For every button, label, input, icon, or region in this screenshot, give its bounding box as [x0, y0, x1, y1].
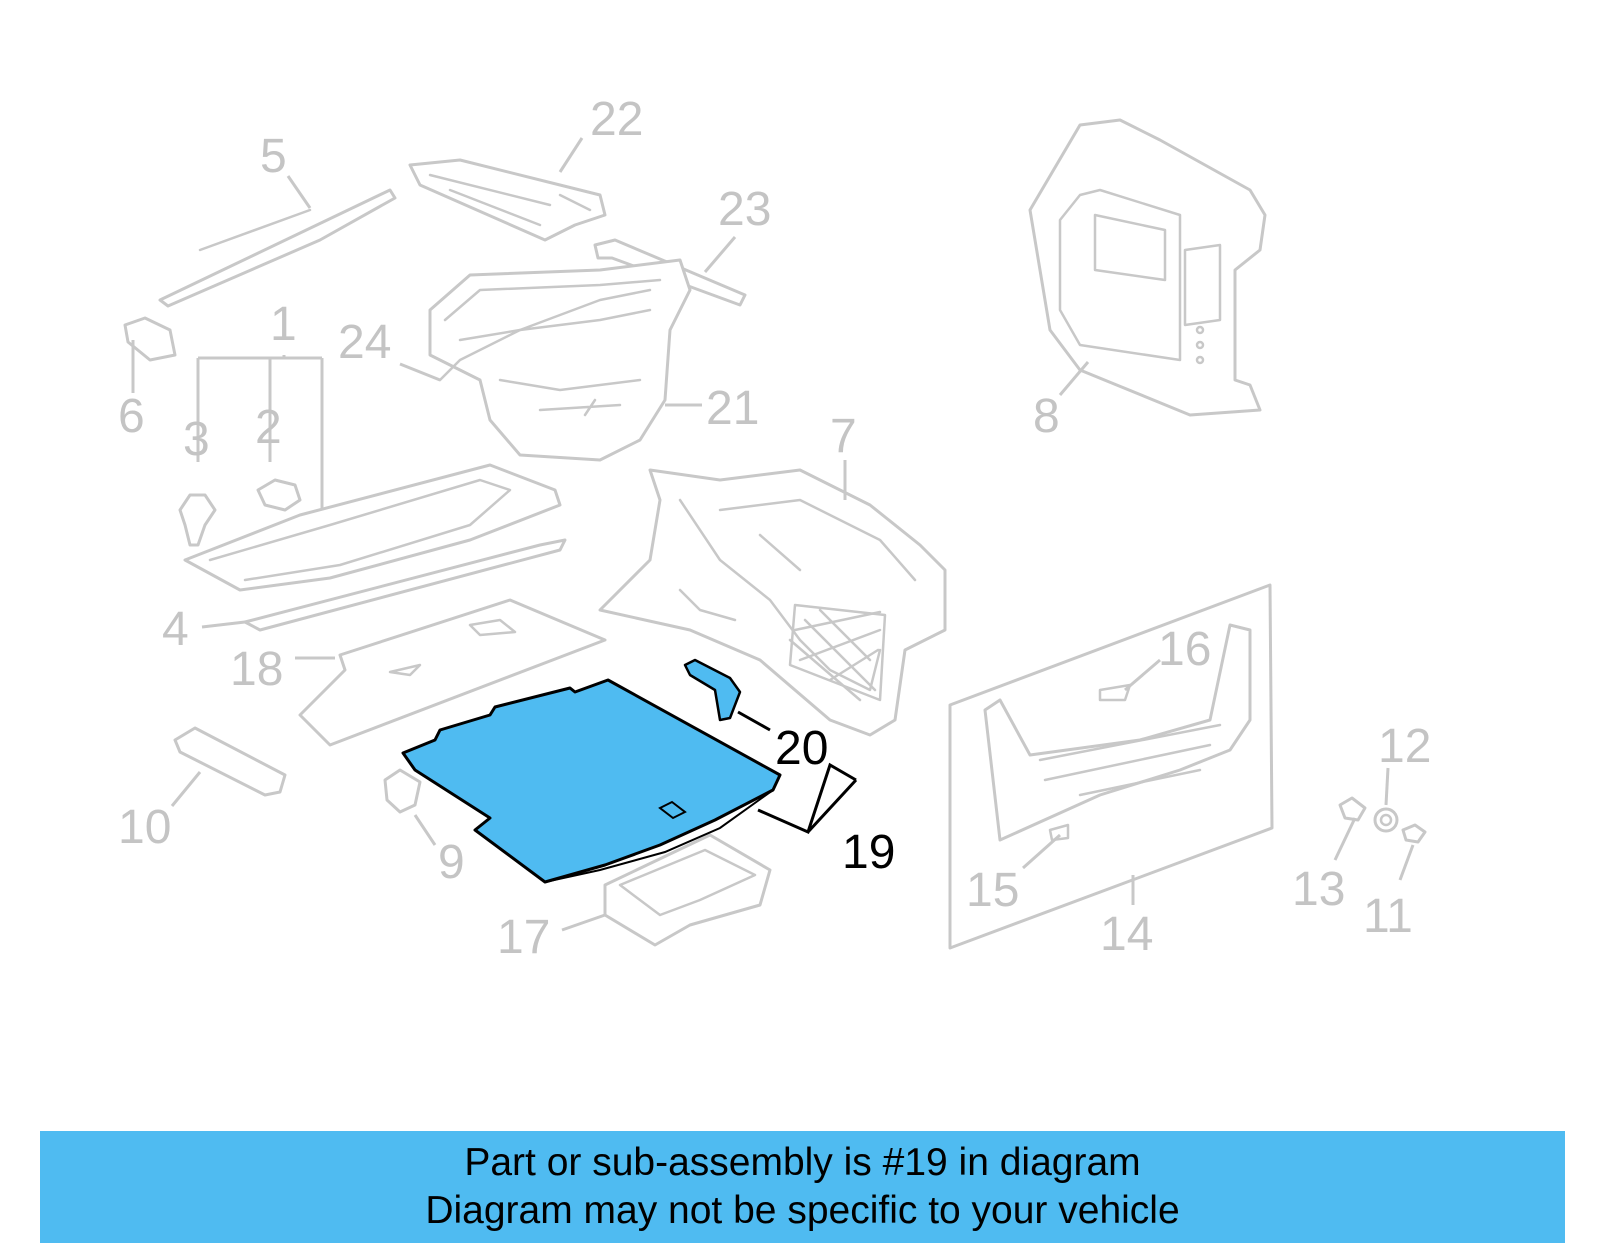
callout-5: 5: [260, 130, 287, 183]
callout-17: 17: [497, 911, 550, 964]
part-3-fastener: [178, 493, 217, 547]
leader-lines: [131, 137, 1415, 932]
leader-lines-highlighted: [737, 710, 858, 835]
callout-1: 1: [270, 298, 297, 351]
callout-15: 15: [966, 864, 1019, 917]
part-18-board: [298, 598, 607, 747]
part-2-fastener: [256, 478, 302, 512]
part-6-clip: [123, 316, 177, 362]
callout-6: 6: [118, 390, 145, 443]
callout-14: 14: [1100, 908, 1153, 961]
part-5-cargo-cover: [158, 188, 397, 308]
banner-line-disclaimer: Diagram may not be specific to your vehi…: [425, 1189, 1180, 1232]
part-21-tray: [428, 258, 692, 462]
part-12-grommet: [1373, 807, 1399, 833]
callout-19: 19: [842, 826, 895, 879]
callout-13: 13: [1292, 863, 1345, 916]
part-19-floor-mat: [401, 678, 782, 884]
part-9-block: [383, 768, 422, 814]
part-13-clip: [1338, 796, 1367, 822]
part-7-net: [788, 603, 887, 702]
part-7-quarter-trim: [598, 468, 947, 737]
callout-21: 21: [706, 382, 759, 435]
part-4-strip: [243, 538, 567, 632]
callout-4: 4: [162, 603, 189, 656]
callout-7: 7: [830, 410, 857, 463]
part-11-clip: [1401, 823, 1427, 844]
part-10-sill-plate: [173, 726, 287, 797]
info-banner: Part or sub-assembly is #19 in diagram D…: [40, 1131, 1565, 1243]
part-22-bracket: [408, 158, 607, 242]
callout-16: 16: [1158, 623, 1211, 676]
callout-10: 10: [118, 801, 171, 854]
part-20-bracket: [683, 658, 742, 722]
part-1-panel: [183, 463, 562, 592]
callout-23: 23: [718, 183, 771, 236]
banner-line-part: Part or sub-assembly is #19 in diagram: [464, 1141, 1141, 1184]
callout-22: 22: [590, 93, 643, 146]
callout-3: 3: [183, 413, 210, 466]
callout-20: 20: [775, 722, 828, 775]
callout-2: 2: [255, 401, 282, 454]
part-14-group: [948, 583, 1274, 950]
callout-8: 8: [1033, 390, 1060, 443]
callout-labels: 5 22 23 24 21 1 6 3 2 7 8 4 18 16 12 20 …: [118, 93, 1431, 964]
callout-24: 24: [338, 316, 391, 369]
callout-18: 18: [230, 643, 283, 696]
part-8-seatback: [1028, 118, 1267, 417]
callout-11: 11: [1363, 890, 1413, 943]
callout-9: 9: [438, 836, 465, 889]
part-17-storage-box: [603, 833, 772, 947]
callout-12: 12: [1378, 720, 1431, 773]
